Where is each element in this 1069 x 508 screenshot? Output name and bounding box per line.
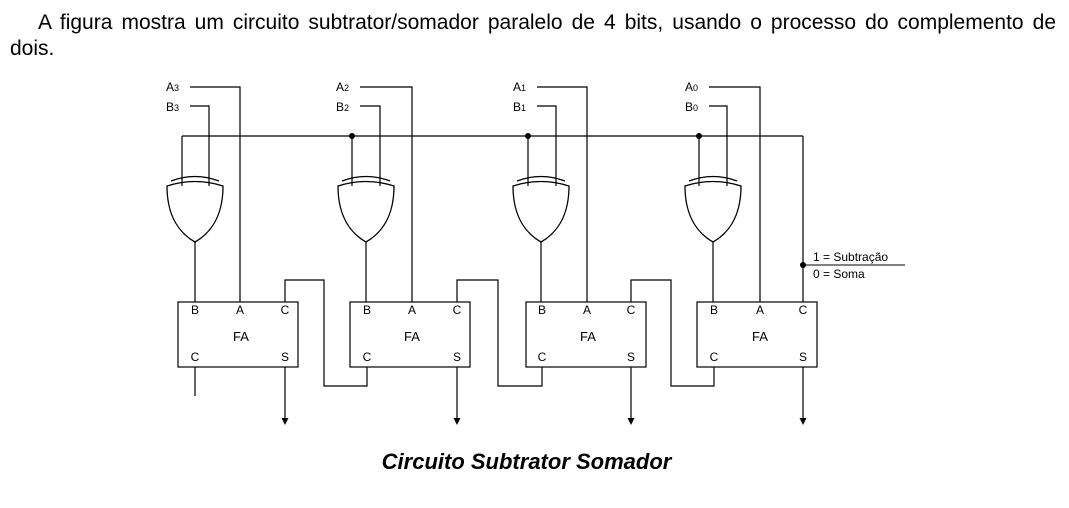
input-a-wire <box>190 86 241 302</box>
control-label-sum: 0 = Soma <box>813 267 865 281</box>
full-adder-label: FA <box>233 329 249 344</box>
xor-gate <box>166 175 224 243</box>
junction-dot <box>696 133 702 139</box>
pin-b-label: B <box>710 303 718 317</box>
junction-dot <box>349 133 355 139</box>
sum-output-arrow <box>453 367 461 425</box>
input-a-label: A2 <box>336 80 349 94</box>
xor-gate <box>512 175 570 243</box>
input-a-label: A1 <box>513 80 526 94</box>
input-b-wire <box>537 105 557 186</box>
stage-2: A2 B2 B A C FA C S <box>284 80 471 425</box>
full-adder-label: FA <box>404 329 420 344</box>
intro-paragraph: A figura mostra um circuito subtrator/so… <box>10 11 1056 60</box>
pin-sum-label: S <box>799 350 807 364</box>
stage-1: A1 B1 B A C FA C S <box>456 80 647 425</box>
input-a-wire <box>709 86 761 302</box>
input-a-label: A0 <box>685 80 698 94</box>
full-adder-label: FA <box>752 329 768 344</box>
input-b-label: B3 <box>166 100 179 114</box>
junction-dot <box>525 133 531 139</box>
pin-carry-out-label: C <box>191 350 200 364</box>
full-adder-block <box>349 301 471 368</box>
figure-caption: Circuito Subtrator Somador <box>381 449 672 474</box>
pin-b-label: B <box>538 303 546 317</box>
full-adder-block <box>525 301 647 368</box>
pin-carry-out-label: C <box>710 350 719 364</box>
stage-3: A3 B3 B A C FA C S <box>166 80 299 425</box>
input-a-wire <box>360 86 413 302</box>
pin-sum-label: S <box>627 350 635 364</box>
xor-gate <box>684 175 742 243</box>
full-adder-block <box>177 301 299 368</box>
input-b-label: B1 <box>513 100 526 114</box>
sum-output-arrow <box>799 367 807 425</box>
pin-b-label: B <box>191 303 199 317</box>
pin-sum-label: S <box>281 350 289 364</box>
pin-sum-label: S <box>453 350 461 364</box>
pin-b-label: B <box>363 303 371 317</box>
input-b-wire <box>709 105 728 186</box>
input-b-wire <box>360 105 381 186</box>
carry-wire <box>630 279 715 387</box>
xor-gate <box>337 175 395 243</box>
full-adder-block <box>696 301 818 368</box>
pin-carry-out-label: C <box>363 350 372 364</box>
pin-carry-in-label: C <box>799 303 808 317</box>
input-a-wire <box>537 86 588 302</box>
pin-carry-in-label: C <box>281 303 290 317</box>
input-a-label: A3 <box>166 80 179 94</box>
control-label-subtraction: 1 = Subtração <box>813 250 888 264</box>
pin-a-label: A <box>583 303 591 317</box>
full-adder-label: FA <box>580 329 596 344</box>
stage-0: A0 B0 B A C FA C S <box>630 80 818 425</box>
sum-output-arrow <box>281 367 289 425</box>
pin-carry-in-label: C <box>627 303 636 317</box>
carry-wire <box>456 279 543 387</box>
input-b-label: B2 <box>336 100 349 114</box>
pin-carry-in-label: C <box>453 303 462 317</box>
pin-a-label: A <box>408 303 416 317</box>
carry-wire <box>284 279 368 387</box>
pin-carry-out-label: C <box>538 350 547 364</box>
sum-output-arrow <box>627 367 635 425</box>
pin-a-label: A <box>236 303 244 317</box>
input-b-wire <box>190 105 210 186</box>
pin-a-label: A <box>756 303 764 317</box>
input-b-label: B0 <box>685 100 698 114</box>
